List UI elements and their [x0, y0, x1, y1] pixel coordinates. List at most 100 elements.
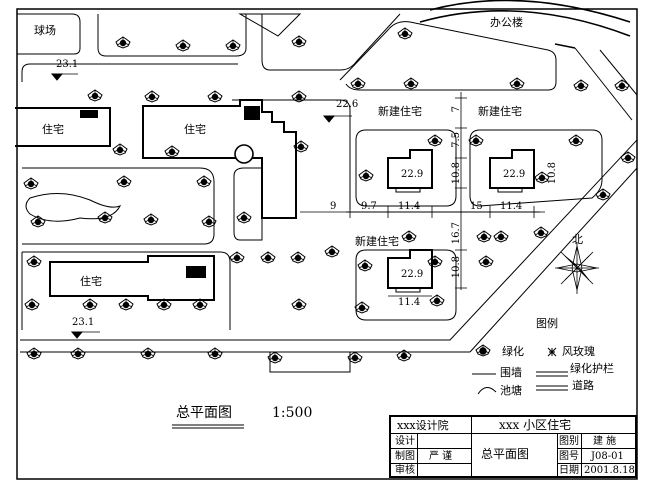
ball-field	[17, 13, 81, 55]
tree-icon	[207, 90, 223, 103]
label-ball-field: 球场	[34, 24, 56, 37]
tree-icon	[401, 230, 417, 243]
tb-drawn-by: 严 谨	[429, 451, 453, 462]
tree-icon	[533, 226, 549, 239]
tree-icon	[112, 143, 128, 156]
office-building	[419, 0, 631, 49]
tree-icon	[493, 230, 509, 243]
legend-symbols	[472, 344, 568, 395]
tree-icon	[196, 175, 212, 188]
top-roads	[21, 13, 557, 91]
dim-16-7: 16.7	[451, 222, 462, 245]
dim-10-8-a: 10.8	[451, 162, 462, 185]
tree-icon	[573, 79, 589, 92]
dimension-lines	[300, 92, 545, 297]
building-height-3: 22.9	[401, 269, 424, 280]
building-height-2: 22.9	[503, 169, 526, 180]
tree-icon	[23, 177, 39, 190]
residence-3	[49, 255, 215, 301]
compass-rose	[555, 242, 599, 294]
label-residence-3: 住宅	[80, 275, 102, 288]
tree-icon	[468, 134, 484, 147]
tb-category-value: 建 施	[593, 436, 617, 447]
label-residence-2: 住宅	[184, 123, 206, 136]
tree-icon	[207, 347, 223, 360]
tree-icon	[354, 301, 370, 314]
drawing-title-underline	[172, 424, 244, 429]
new-residence-2	[489, 149, 535, 193]
tree-icon	[26, 255, 42, 268]
tree-icon	[144, 90, 160, 103]
drawing-border	[16, 8, 638, 480]
legend-rose: 风玫瑰	[562, 345, 595, 358]
tb-design-label: 设计	[395, 436, 415, 447]
legend-guardrail: 绿化护栏	[570, 362, 614, 375]
elevation-1: 23.1	[56, 59, 79, 70]
tree-icon	[358, 169, 374, 182]
dim-11-4-c: 11.4	[398, 297, 421, 308]
tree-icon	[225, 39, 241, 52]
tree-icon	[476, 230, 492, 243]
building-height-1: 22.9	[401, 169, 424, 180]
tree-icon	[509, 77, 525, 90]
dim-9: 9	[330, 201, 337, 212]
legend-road: 道路	[572, 379, 594, 392]
dim-11-4-a: 11.4	[398, 201, 421, 212]
tree-icon	[24, 298, 40, 311]
tree-icon	[118, 298, 134, 311]
tree-icon	[291, 298, 307, 311]
dim-7: 7	[451, 106, 462, 113]
label-north: 北	[572, 233, 583, 246]
trees-layer	[23, 27, 636, 364]
tree-icon	[290, 251, 306, 264]
dim-7-5: 7.5	[451, 132, 462, 148]
tree-icon	[87, 89, 103, 102]
tree-icon	[140, 347, 156, 360]
tb-drawing-name: 总平面图	[481, 447, 530, 461]
tree-icon	[164, 145, 180, 158]
dim-10-8-b: 10.8	[451, 256, 462, 279]
drawing-scale: 1:500	[272, 405, 313, 421]
east-roads	[20, 47, 638, 373]
tree-icon	[614, 79, 630, 92]
tree-icon	[427, 255, 443, 268]
drawing-title: 总平面图	[176, 405, 232, 421]
tree-icon	[291, 35, 307, 48]
title-block: xxx设计院 xxx 小区住宅 设计 制图 严 谨 审核 总平面图 图别 建 施…	[389, 415, 637, 478]
tree-icon	[236, 211, 252, 224]
tree-icon	[30, 215, 46, 228]
residence-2	[142, 99, 297, 219]
tree-icon	[478, 255, 494, 268]
lower-roads	[21, 251, 231, 330]
label-residence-1: 住宅	[42, 123, 64, 136]
tree-icon	[116, 175, 132, 188]
tree-icon	[260, 251, 276, 264]
tree-icon	[595, 188, 611, 201]
tb-date-value: 2001.8.18	[584, 465, 635, 476]
elevation-3: 23.1	[72, 317, 95, 328]
tree-icon	[397, 27, 413, 40]
legend-wall: 围墙	[500, 366, 522, 379]
residence-1	[15, 107, 111, 147]
tree-icon	[97, 211, 113, 224]
tree-icon	[324, 245, 340, 258]
label-new-residence-1: 新建住宅	[378, 105, 422, 118]
tree-icon	[429, 294, 445, 307]
tree-icon	[350, 77, 366, 90]
label-office-building: 办公楼	[490, 16, 523, 29]
pond-area	[22, 167, 263, 245]
dim-11-4-b: 11.4	[500, 201, 523, 212]
tree-icon	[26, 347, 42, 360]
elevation-markers	[50, 73, 352, 339]
tb-institute: xxx设计院	[397, 419, 449, 432]
tb-review-label: 审核	[395, 465, 415, 476]
label-new-residence-2: 新建住宅	[478, 105, 522, 118]
dim-10-8-c: 10.8	[547, 162, 558, 185]
tree-icon	[403, 77, 419, 90]
new-residence-roads	[346, 129, 603, 321]
tb-category-label: 图别	[559, 436, 579, 447]
tree-icon	[229, 251, 245, 264]
tree-icon	[115, 36, 131, 49]
legend-greenery: 绿化	[502, 345, 524, 358]
